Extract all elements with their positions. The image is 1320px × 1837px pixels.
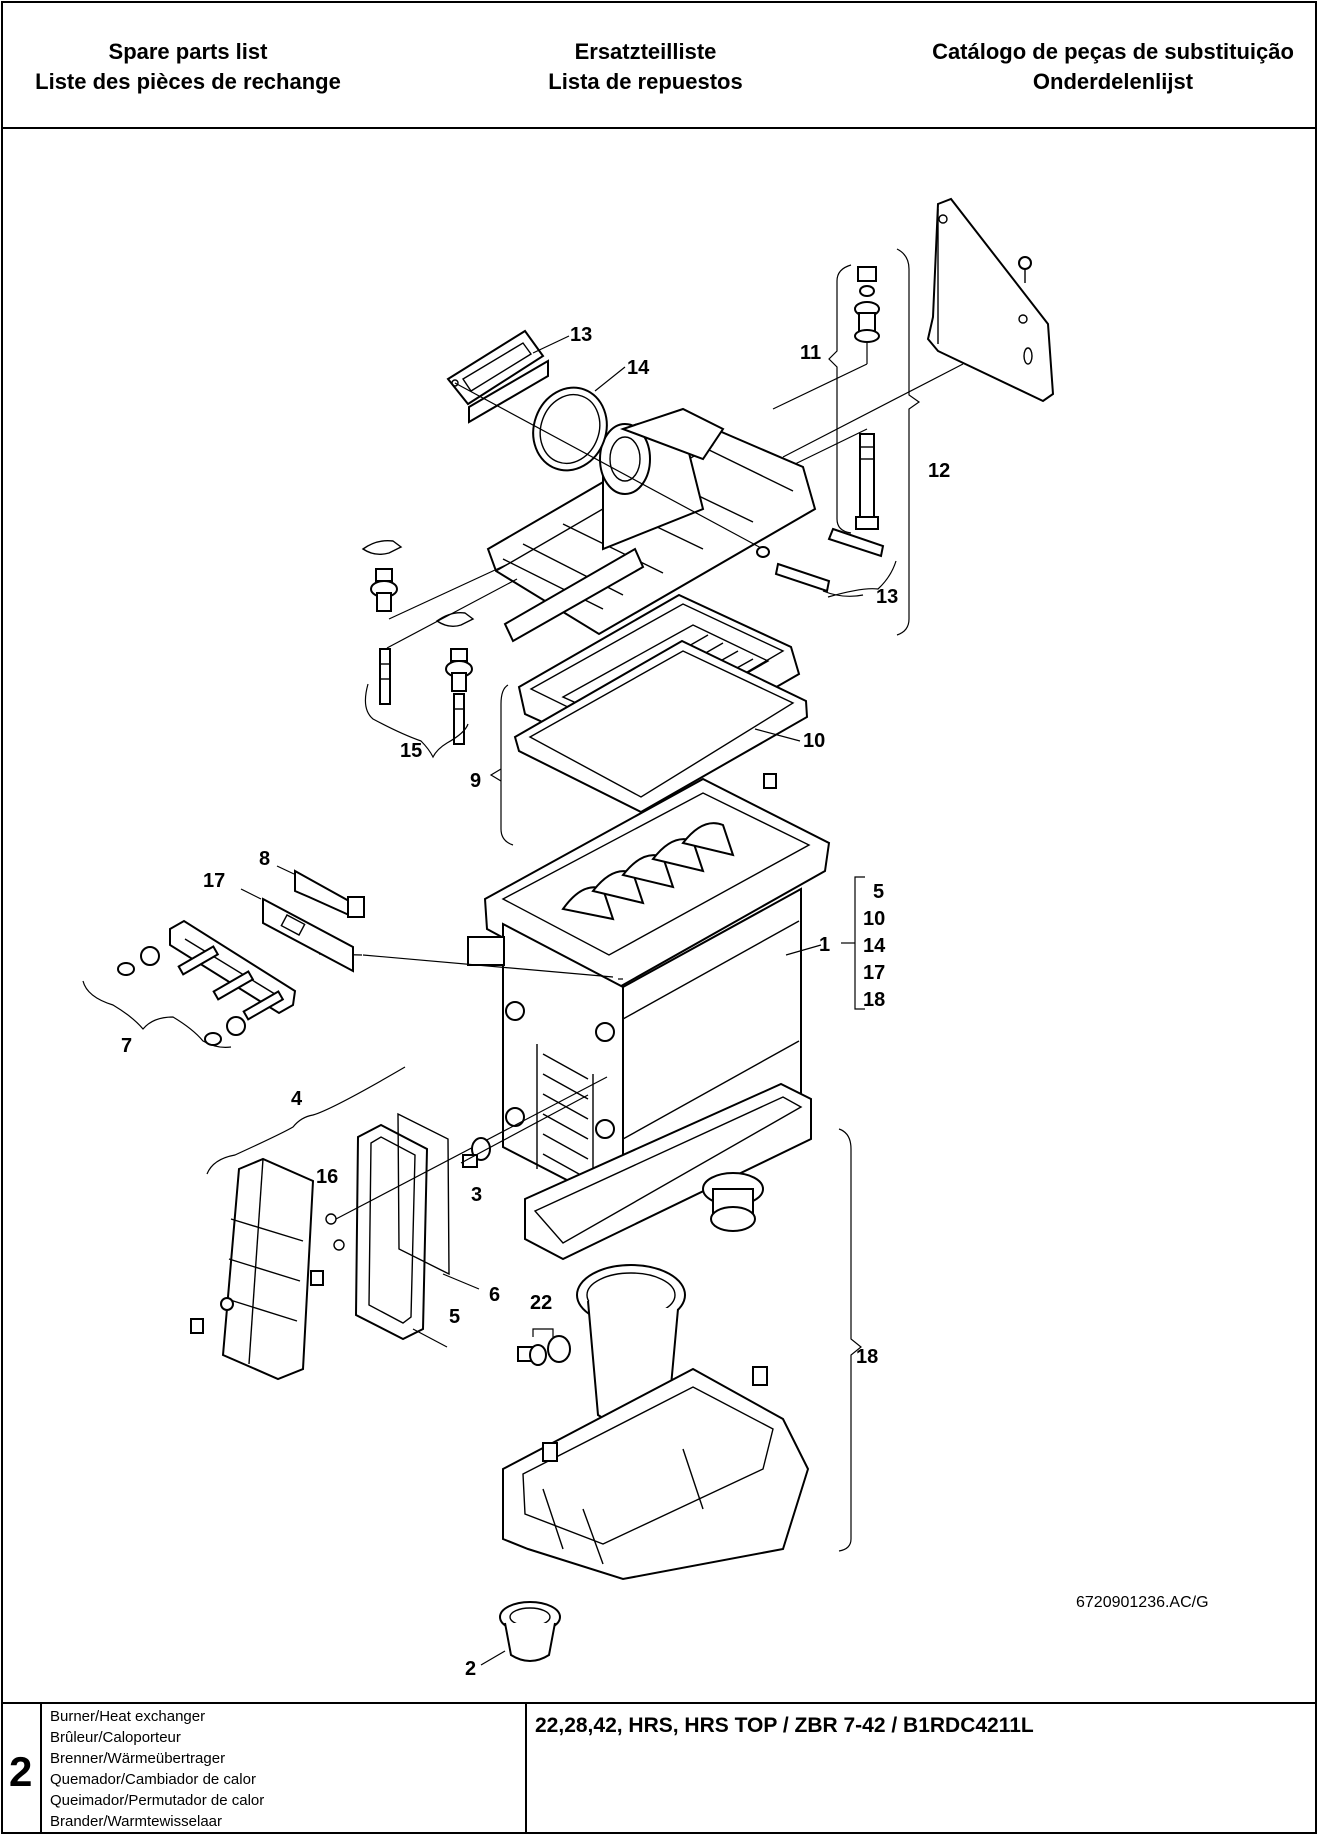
sensor-window-6 [397, 1112, 480, 1290]
drawing-id: 6720901236.AC/G [1076, 1594, 1209, 1611]
group-bracket-11 [828, 264, 852, 534]
mounting-bracket [782, 197, 1055, 458]
condensate-tray-18 [502, 1128, 862, 1581]
callout-17: 17 [203, 870, 225, 892]
callout-16: 16 [316, 1166, 338, 1188]
callout-7: 7 [121, 1035, 132, 1057]
title-pt: Catálogo de peças de substituição [932, 39, 1294, 64]
description-es: Quemador/Cambiador de calor [50, 1771, 256, 1788]
callout-1: 1 [819, 934, 830, 956]
callout-11: 11 [800, 342, 821, 364]
callout-13-top: 13 [570, 324, 592, 346]
footer: 2 Burner/Heat exchanger Brûleur/Caloport… [3, 1702, 1315, 1834]
description-nl: Brander/Warmtewisselaar [50, 1813, 222, 1830]
callout-9: 9 [470, 770, 481, 792]
electrode-assembly-7 [82, 919, 614, 1048]
title-pt-nl: Catálogo de peças de substituição Onderd… [913, 37, 1313, 97]
group-bracket-12 [896, 248, 921, 636]
burner-tray-10 [489, 593, 809, 846]
callout-15: 15 [400, 740, 422, 762]
description-en: Burner/Heat exchanger [50, 1708, 206, 1725]
heat-exchanger-1 [467, 777, 831, 1261]
pins-13 [756, 527, 897, 598]
screw-set-15 [361, 539, 518, 759]
callout-8: 8 [259, 848, 270, 870]
callout-3: 3 [471, 1184, 482, 1206]
callout-6: 6 [489, 1284, 500, 1306]
seal-5 [354, 1123, 448, 1348]
exploded-view-drawing: 13 14 11 12 13 15 10 9 8 17 1 7 4 16 3 6… [3, 129, 1319, 1702]
title-de: Ersatzteilliste [574, 39, 717, 64]
gasket-14 [532, 366, 626, 472]
description-fr: Brûleur/Caloporteur [50, 1729, 181, 1746]
title-en: Spare parts list [108, 39, 268, 64]
ignition-unit-8 [276, 865, 365, 918]
gasket-17 [240, 888, 354, 973]
footer-divider [525, 1704, 527, 1834]
callout-4: 4 [291, 1088, 303, 1110]
screw-set-11 [772, 266, 880, 530]
callout-10: 10 [803, 730, 825, 752]
title-en-fr: Spare parts list Liste des pièces de rec… [23, 37, 353, 97]
title-fr: Liste des pièces de rechange [35, 69, 341, 94]
siphon-cup-2 [480, 1601, 561, 1666]
burner-plate [486, 407, 817, 643]
group-item-10: 10 [863, 908, 885, 930]
callout-2: 2 [465, 1658, 476, 1680]
callout-12: 12 [928, 460, 950, 482]
title-es: Lista de repuestos [548, 69, 743, 94]
footer-divider [40, 1704, 42, 1834]
group-item-5: 5 [873, 881, 884, 903]
callout-13-right: 13 [876, 586, 898, 608]
group-bracket-1 [841, 876, 865, 1010]
model-list: 22,28,42, HRS, HRS TOP / ZBR 7-42 / B1RD… [535, 1714, 1034, 1737]
callout-22: 22 [530, 1292, 552, 1314]
cover-plate-13 [446, 329, 764, 550]
group-item-17: 17 [863, 962, 885, 984]
description-de: Brenner/Wärmeübertrager [50, 1750, 226, 1767]
group-item-14: 14 [863, 935, 886, 957]
inspection-cover-4 [190, 1066, 406, 1381]
section-number: 2 [9, 1748, 33, 1795]
group-item-18: 18 [863, 989, 885, 1011]
title-nl: Onderdelenlijst [1032, 69, 1194, 94]
title-header: Spare parts list Liste des pièces de rec… [3, 3, 1315, 129]
callout-5: 5 [449, 1306, 460, 1328]
section-descriptions: Burner/Heat exchanger Brûleur/Caloporteu… [50, 1706, 264, 1832]
description-pt: Queimador/Permutador de calor [50, 1792, 265, 1809]
temperature-sensor-3 [460, 1094, 589, 1168]
sensor-parts-22 [517, 1328, 571, 1366]
callout-18: 18 [856, 1346, 878, 1368]
title-de-es: Ersatzteilliste Lista de repuestos [483, 37, 808, 97]
callout-14: 14 [627, 357, 650, 379]
